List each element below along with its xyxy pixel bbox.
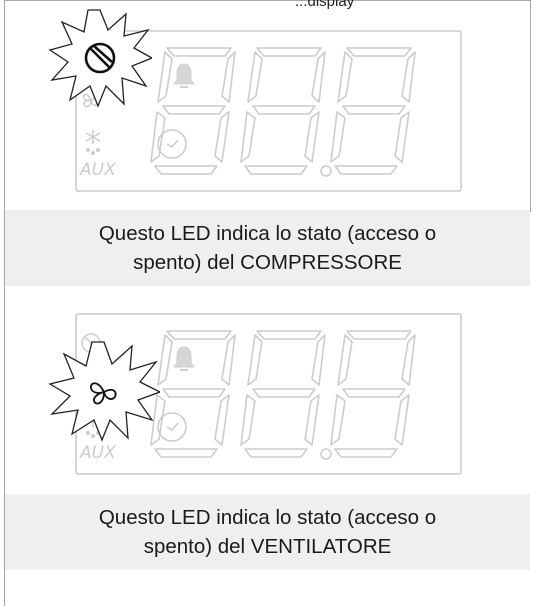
caption-line-2: spento) del VENTILATORE: [143, 535, 392, 558]
led-display-panel-fan: [75, 313, 463, 475]
clock-icon: [157, 129, 187, 159]
defrost-icon: [85, 130, 101, 155]
compressor-icon: [84, 42, 116, 74]
fan-led-highlight: [48, 341, 160, 442]
aux-label: AUX: [80, 443, 116, 463]
frame-top-border: [4, 0, 531, 1]
caption-fan: Questo LED indica lo stato (acceso o spe…: [5, 494, 530, 570]
frame-right-border: [530, 0, 531, 212]
caption-line-1: Questo LED indica lo stato (acceso o: [98, 506, 437, 529]
compressor-led-highlight: [48, 9, 152, 108]
caption-line-2: spento) del COMPRESSORE: [133, 251, 402, 274]
led-display-panel-compressor: [75, 30, 463, 192]
alarm-bell-icon: [173, 63, 195, 88]
alarm-bell-icon: [173, 346, 195, 371]
caption-line-1: Questo LED indica lo stato (acceso o: [98, 222, 437, 245]
clock-icon: [157, 412, 187, 442]
aux-label: AUX: [80, 160, 116, 180]
frame-left-border: [4, 0, 5, 606]
fan-icon: [90, 382, 117, 405]
header-title-fragment: ...display: [295, 0, 355, 10]
caption-compressor: Questo LED indica lo stato (acceso o spe…: [5, 210, 530, 286]
